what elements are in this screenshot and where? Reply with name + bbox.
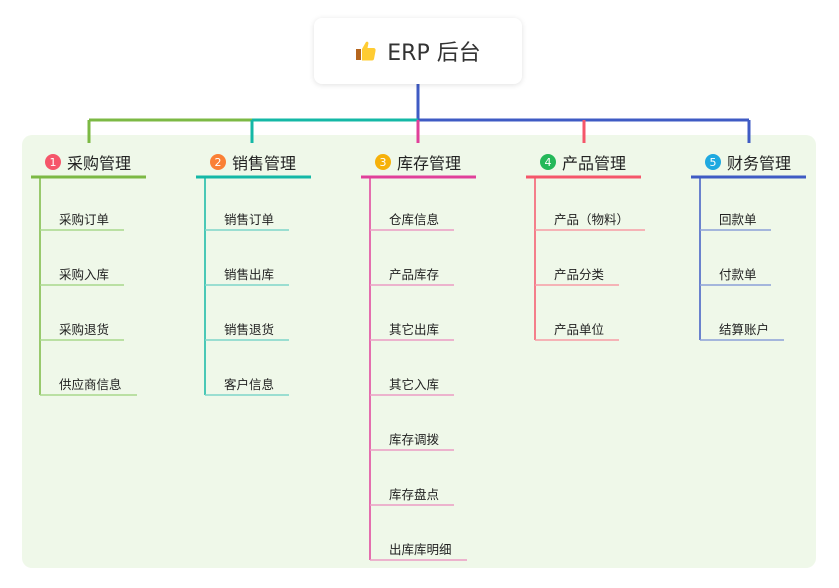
leaf-item[interactable]: 产品单位 [554,322,605,337]
branch-label: 财务管理 [727,154,792,173]
branch-4[interactable]: 4 产品管理 [540,150,626,174]
leaf-item[interactable]: 客户信息 [224,377,275,392]
branch-label: 采购管理 [67,154,132,173]
branch-label: 产品管理 [562,154,627,173]
leaf-item[interactable]: 采购退货 [59,322,110,337]
number-badge: 1 [45,154,61,170]
leaf-item[interactable]: 产品库存 [389,267,440,282]
leaf-item[interactable]: 销售订单 [224,212,275,227]
number-badge: 3 [375,154,391,170]
leaf-item[interactable]: 产品分类 [554,267,605,282]
branch-3[interactable]: 3 库存管理 [375,150,461,174]
leaf-item[interactable]: 出库库明细 [389,542,452,557]
branches-panel [22,135,816,568]
leaf-item[interactable]: 库存盘点 [389,487,440,502]
leaf-item[interactable]: 采购订单 [59,212,110,227]
root-node[interactable]: ERP 后台 [314,18,522,84]
leaf-item[interactable]: 结算账户 [719,322,770,337]
number-badge: 2 [210,154,226,170]
branch-label: 库存管理 [397,154,462,173]
leaf-item[interactable]: 其它出库 [389,322,440,337]
leaf-item[interactable]: 其它入库 [389,377,440,392]
branch-5[interactable]: 5 财务管理 [705,150,791,174]
leaf-item[interactable]: 采购入库 [59,267,110,282]
branch-2[interactable]: 2 销售管理 [210,150,296,174]
leaf-item[interactable]: 销售出库 [224,267,275,282]
leaf-item[interactable]: 供应商信息 [59,377,122,392]
branch-1[interactable]: 1 采购管理 [45,150,131,174]
leaf-item[interactable]: 回款单 [719,212,757,227]
leaf-item[interactable]: 付款单 [719,267,757,282]
leaf-item[interactable]: 销售退货 [224,322,275,337]
branch-label: 销售管理 [232,154,297,173]
thumbs-up-icon [356,41,376,61]
leaf-item[interactable]: 仓库信息 [389,212,440,227]
root-title: ERP 后台 [387,41,481,66]
number-badge: 5 [705,154,721,170]
leaf-item[interactable]: 产品（物料） [554,212,630,227]
number-badge: 4 [540,154,556,170]
leaf-item[interactable]: 库存调拨 [389,432,440,447]
